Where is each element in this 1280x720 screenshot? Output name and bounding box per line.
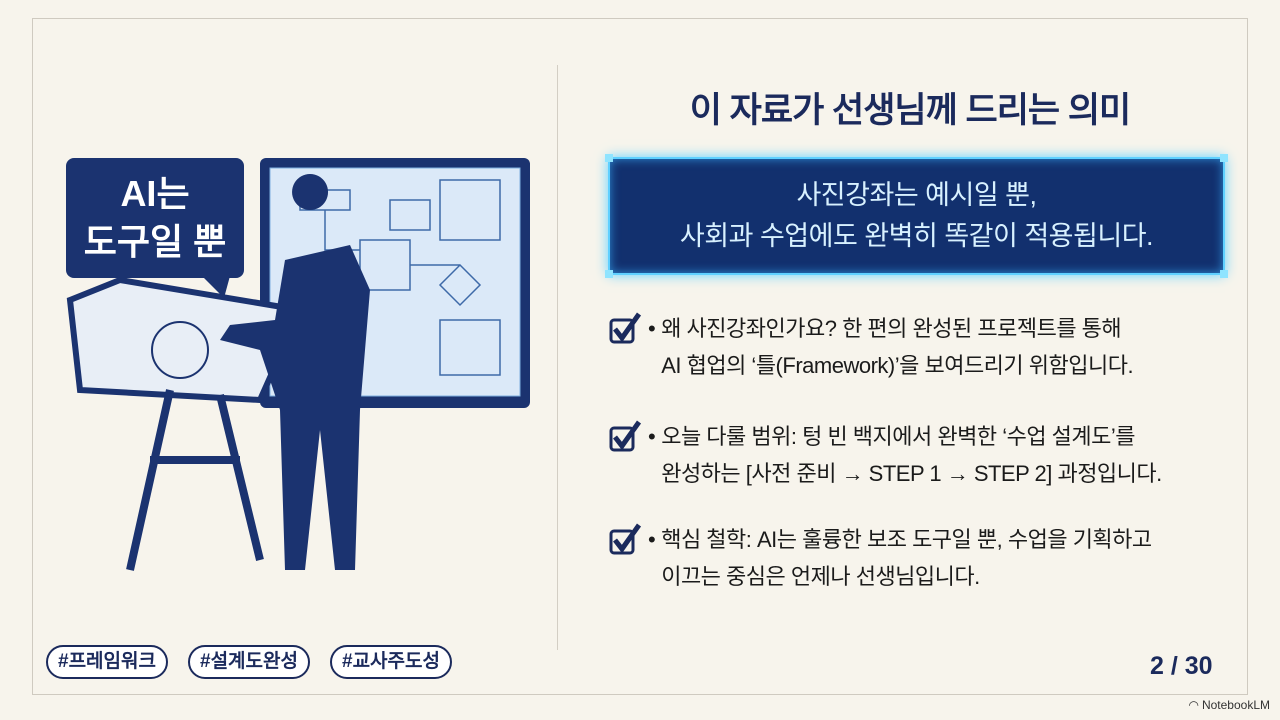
bubble-line-1: AI는 <box>120 173 190 214</box>
column-divider <box>557 65 558 650</box>
bullet-line: 완성하는 [사전 준비 → STEP 1 → STEP 2] 과정입니다. <box>661 461 1162 486</box>
highlight-line-2: 사회과 수업에도 완벽히 똑같이 적용됩니다. <box>679 221 1154 251</box>
slide-frame <box>32 18 1248 695</box>
page-number: 2 / 30 <box>1150 652 1213 680</box>
bullet-line: 핵심 철학: AI는 훌륭한 보조 도구일 뿐, 수업을 기획하고 <box>661 527 1152 552</box>
highlight-line-1: 사진강좌는 예시일 뿐, <box>796 180 1037 210</box>
checkbox-checked-icon <box>609 420 642 452</box>
page-title: 이 자료가 선생님께 드리는 의미 <box>689 91 1132 130</box>
bullet-line: 왜 사진강좌인가요? 한 편의 완성된 프로젝트를 통해 <box>661 316 1122 341</box>
checkbox-checked-icon <box>609 312 642 344</box>
bullet-line: AI 협업의 ‘틀(Framework)’을 보여드리기 위함입니다. <box>661 353 1134 378</box>
tag-blueprint: #설계도완성 <box>188 645 310 679</box>
speech-bubble: AI는 도구일 뿐 <box>66 158 244 278</box>
bullet-line: 이끄는 중심은 언제나 선생님입니다. <box>661 564 980 589</box>
tag-framework: #프레임워크 <box>46 645 168 679</box>
highlight-box: 사진강좌는 예시일 뿐, 사회과 수업에도 완벽히 똑같이 적용됩니다. <box>605 154 1228 278</box>
bullet-line: 오늘 다룰 범위: 텅 빈 백지에서 완벽한 ‘수업 설계도’를 <box>661 424 1136 449</box>
checkbox-checked-icon <box>609 523 642 555</box>
teacher-blueprint-illustration <box>66 158 530 571</box>
tag-teacher-led: #교사주도성 <box>330 645 452 679</box>
notebooklm-logo-icon: ◠ <box>1188 698 1199 712</box>
brand-watermark: ◠NotebookLM <box>1188 698 1270 712</box>
bubble-line-2: 도구일 뿐 <box>83 221 227 262</box>
brand-label: NotebookLM <box>1201 698 1270 712</box>
